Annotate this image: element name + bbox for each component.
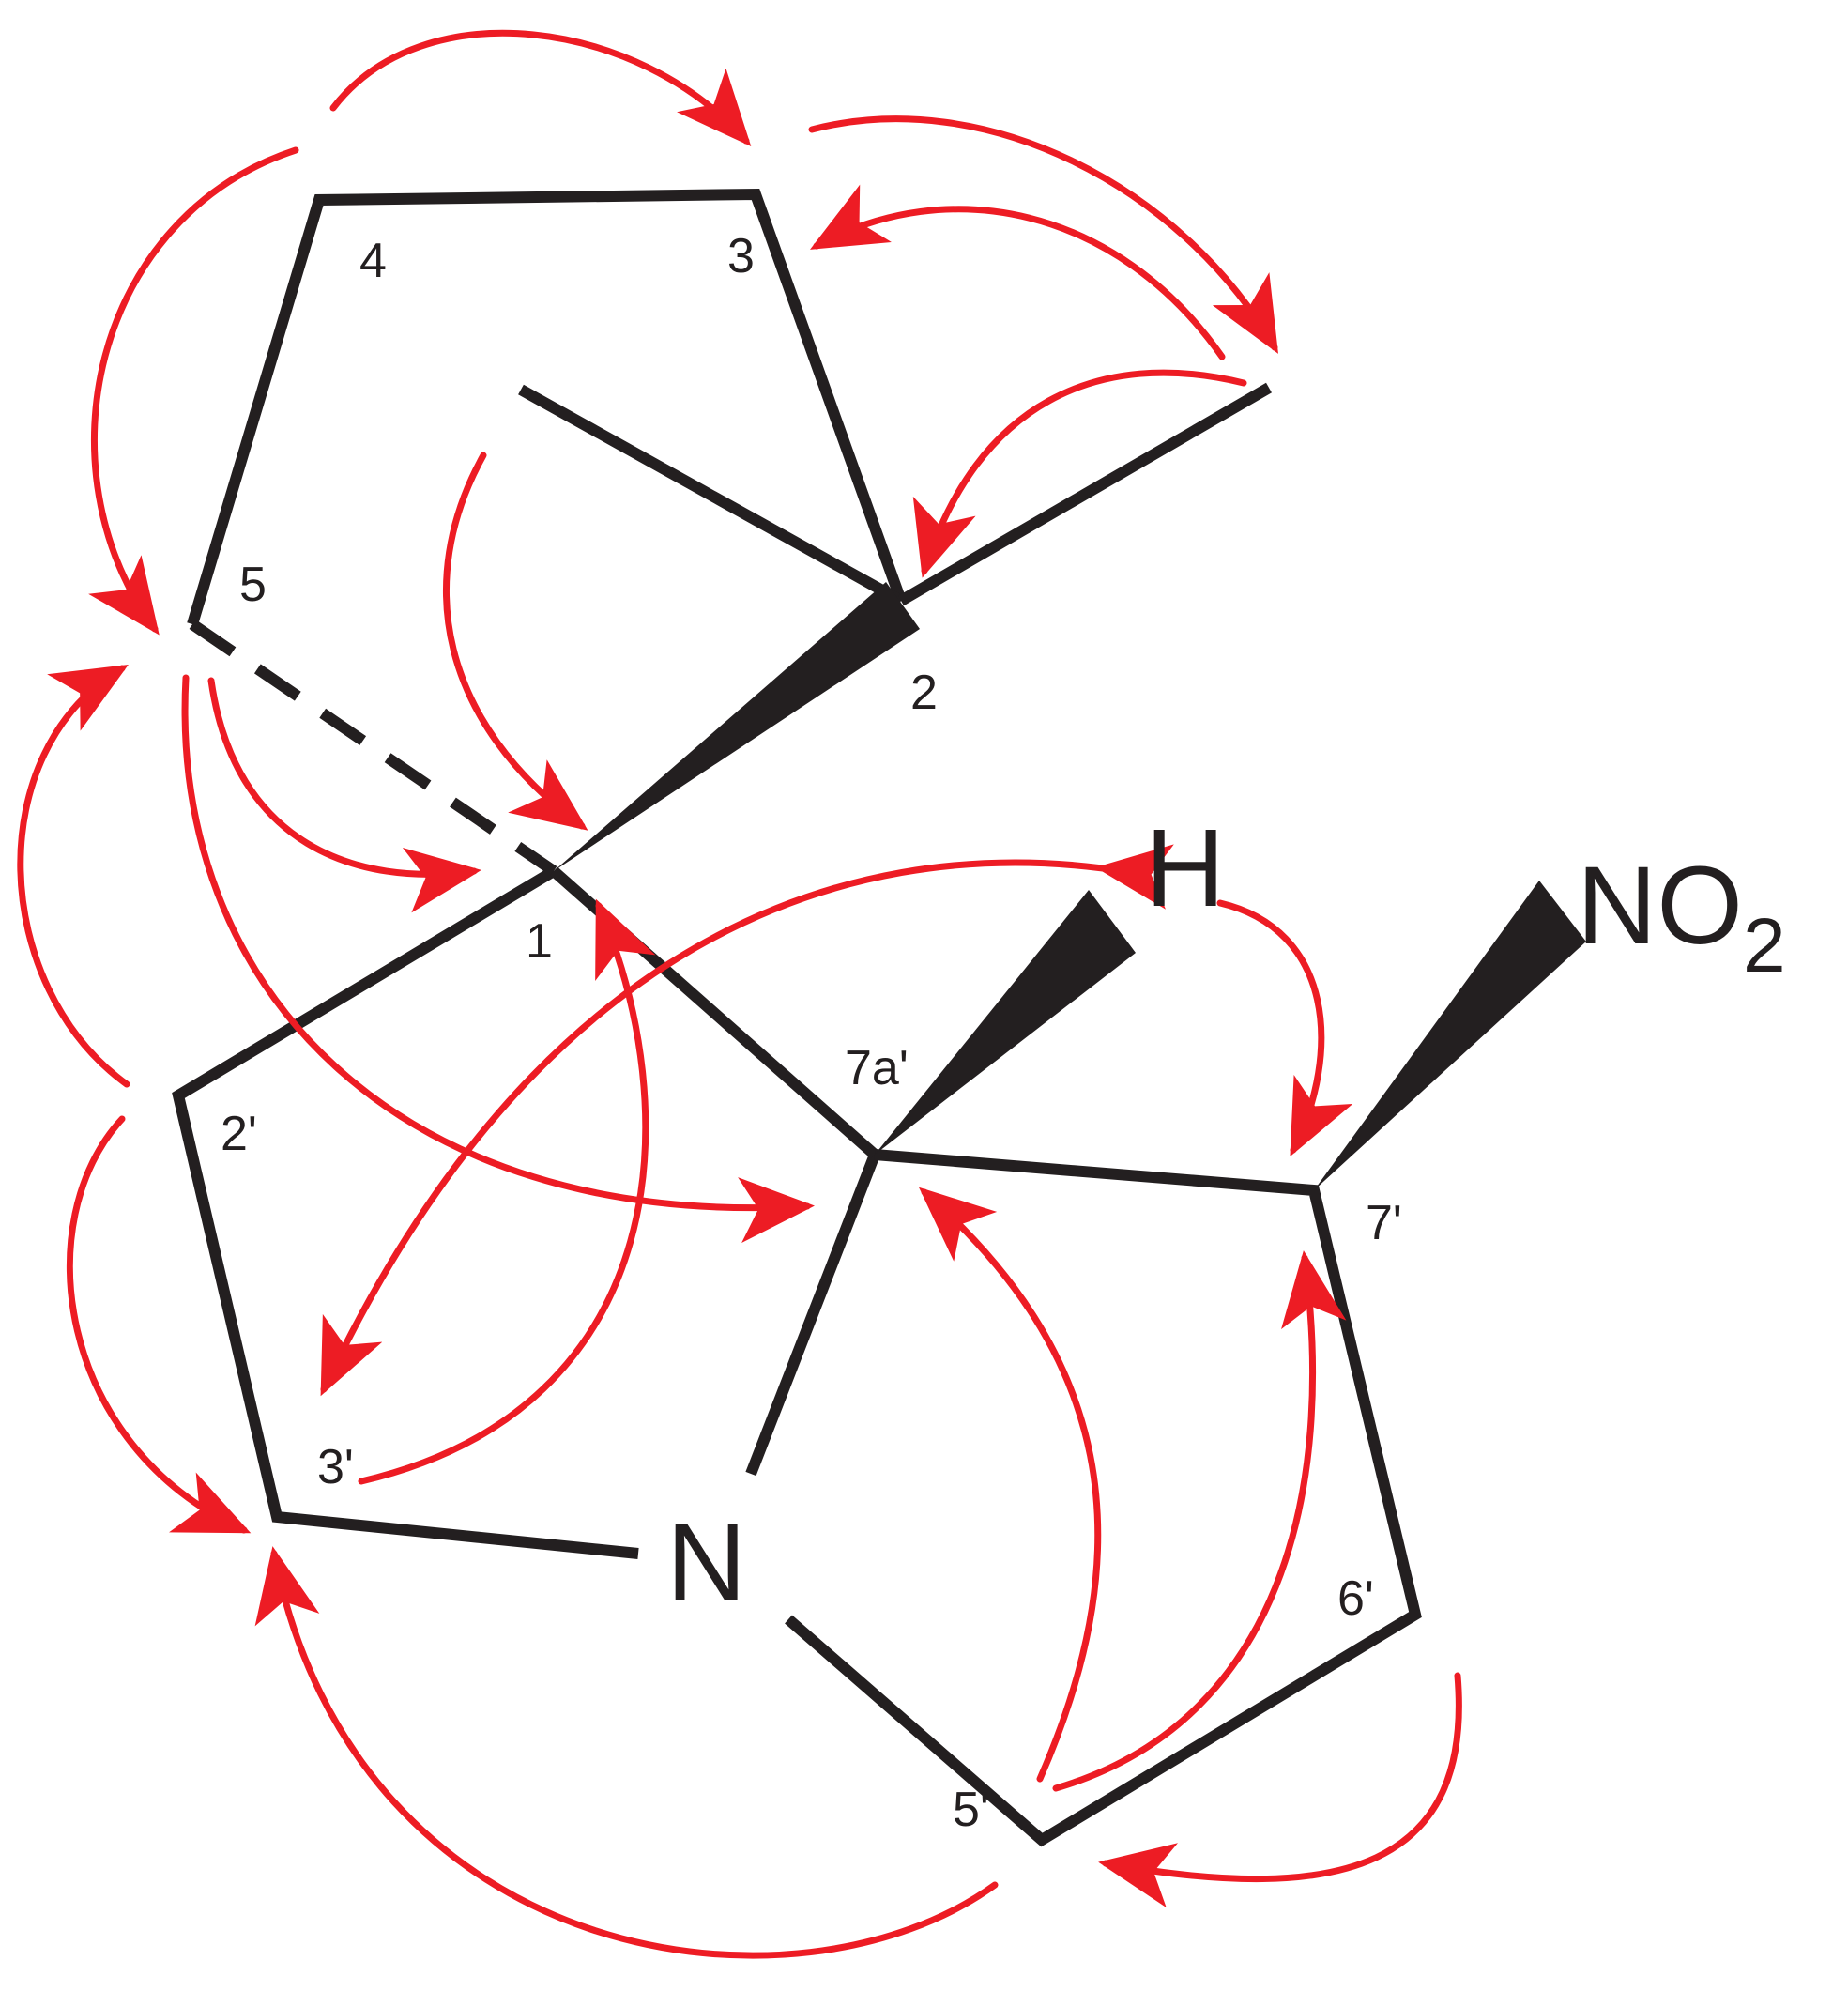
wedge-c1-c2 — [554, 582, 920, 871]
label-no2: NO2 — [1577, 844, 1786, 988]
label-n: N — [666, 1501, 746, 1625]
bond-c1-c2p-c3p-n — [172, 865, 639, 1559]
noe-arrows — [17, 30, 1462, 1959]
arrow-methyl-to-3 — [809, 184, 1226, 360]
label-h: H — [1145, 806, 1225, 930]
arrow-5p-to-7p — [1052, 1250, 1347, 1792]
label-c3: 3 — [727, 229, 755, 283]
label-c7p: 7' — [1366, 1196, 1402, 1250]
wedge-bonds — [554, 582, 1586, 1190]
arrow-methyl-to-1 — [442, 452, 588, 831]
label-c1: 1 — [526, 914, 553, 969]
label-c4: 4 — [359, 234, 387, 288]
label-c5: 5 — [239, 558, 267, 612]
arrow-3-to-methyl — [808, 115, 1278, 354]
label-c3p: 3' — [317, 1440, 354, 1494]
bond-c2-methyl-left — [518, 384, 904, 606]
arrow-2p-to-5 — [17, 664, 130, 1088]
wedge-c7ap-h — [875, 890, 1136, 1155]
label-c2: 2 — [910, 666, 938, 720]
arrow-3p-to-1 — [358, 898, 656, 1485]
arrow-4-to-5 — [88, 146, 299, 636]
arrow-5-to-1 — [207, 677, 481, 913]
arrow-4-to-3 — [329, 30, 752, 146]
arrow-5p-to-3p — [254, 1546, 999, 1959]
label-no2-main: NO — [1577, 844, 1743, 968]
bond-c7ap-c7p-c6p-c5p — [785, 1149, 1422, 1847]
arrow-5p-to-7ap — [918, 1187, 1102, 1783]
label-no2-sub: 2 — [1743, 903, 1786, 988]
label-c2p: 2' — [221, 1107, 257, 1161]
molecule-skeleton — [172, 188, 1422, 1847]
label-c5p: 5' — [953, 1783, 989, 1837]
arrow-h-to-7p — [1216, 899, 1353, 1157]
label-c7ap: 7a' — [845, 1041, 909, 1095]
bond-n-c7ap — [745, 1152, 880, 1477]
wedge-c7p-no2 — [1314, 881, 1586, 1190]
arrow-2p-to-3p — [66, 1115, 252, 1534]
atom-labels: 1 2 3 4 5 2' 3' 5' 6' 7' 7a' N H NO2 — [221, 229, 1786, 1837]
bond-c5-c4-c3-c2 — [187, 188, 907, 626]
arrow-6p-to-5p — [1098, 1672, 1462, 1908]
arrow-h-to-3p — [320, 844, 1174, 1397]
label-c6p: 6' — [1337, 1571, 1374, 1626]
arrow-methyl-to-2 — [912, 369, 1247, 578]
